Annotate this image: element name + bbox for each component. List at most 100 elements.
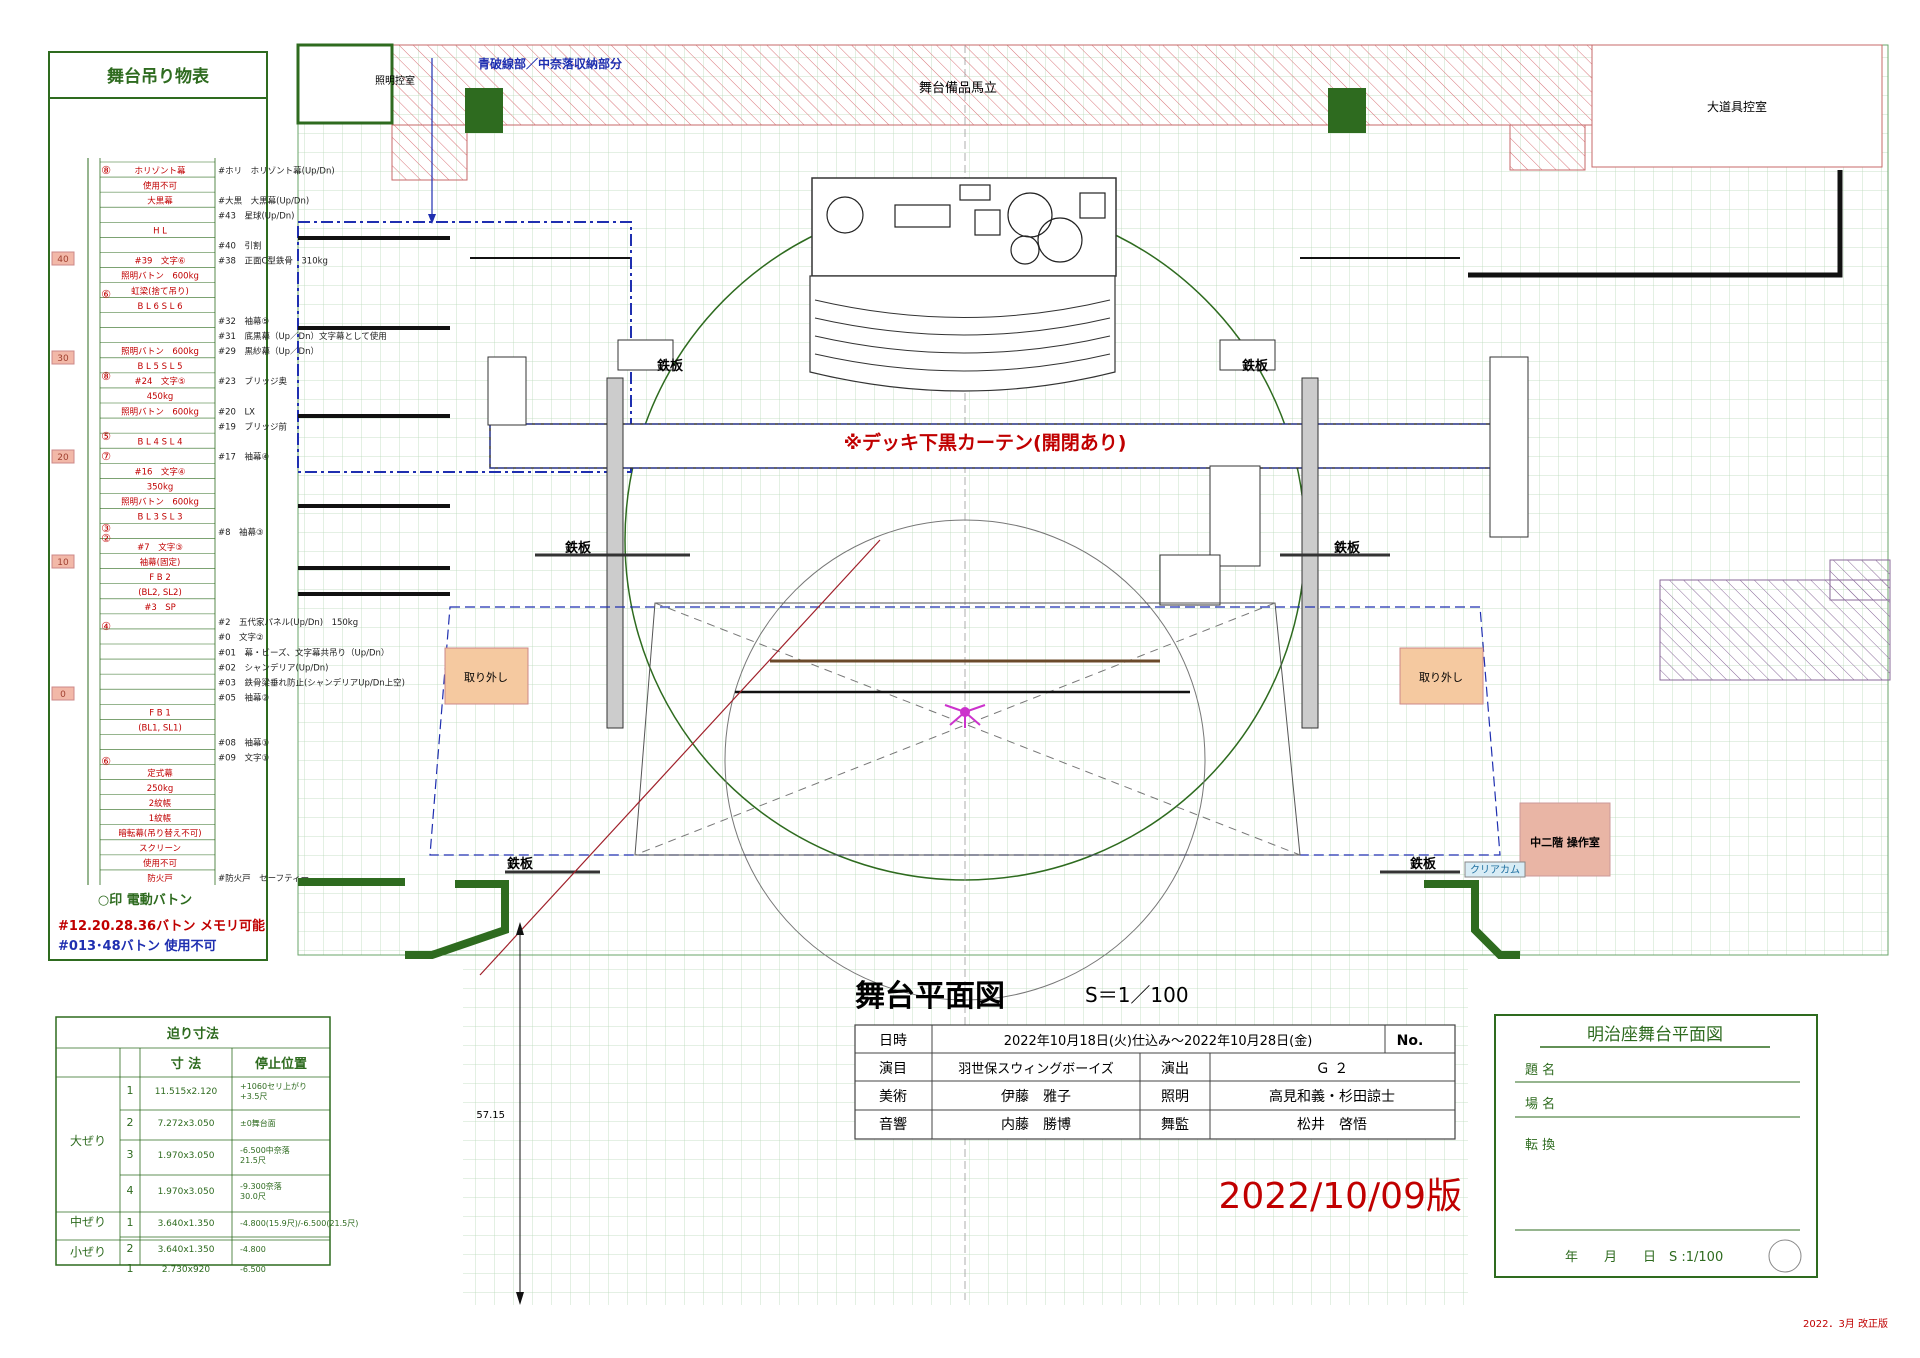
info-stage-mgr-label: 舞監 bbox=[1161, 1116, 1189, 1133]
revision-stamp: 2022/10/09版 bbox=[1219, 1176, 1463, 1217]
deck-notice: ※デッキ下黒カーテン(開閉あり) bbox=[844, 431, 1127, 454]
hanging-list-panel bbox=[48, 51, 268, 961]
big-props-label: 大道具控室 bbox=[1707, 99, 1767, 114]
note-unusable: #013･48バトン 使用不可 bbox=[58, 938, 217, 954]
side-number: 30 bbox=[57, 354, 69, 364]
lift-table bbox=[55, 1016, 331, 1266]
hanging-row-right: #防火戸 セーフティー bbox=[218, 873, 309, 884]
revision-note: 2022．3月 改正版 bbox=[1803, 1317, 1888, 1330]
iron-plate-label: 鉄板 bbox=[1242, 358, 1269, 374]
note-memory: #12.20.28.36バトン メモリ可能 bbox=[58, 918, 265, 934]
hanging-row-right: #38 正面C型鉄骨 310kg bbox=[218, 256, 328, 267]
hanging-row-left: 1紋帳 bbox=[149, 813, 172, 824]
info-director-value: Ｇ ２ bbox=[1316, 1061, 1348, 1077]
hanging-row-left: (BL1, SL1) bbox=[138, 724, 182, 734]
removable-label: 取り外し bbox=[1419, 671, 1463, 684]
drawing-scale: S＝1／100 bbox=[1085, 983, 1189, 1007]
circled-marker: ⑧ bbox=[101, 164, 111, 177]
hanging-row-left: 照明バトン 600kg bbox=[121, 272, 199, 282]
info-date-value: 2022年10月18日(火)仕込み～2022年10月28日(金) bbox=[1004, 1033, 1313, 1049]
lift-group-name: 中ぜり bbox=[70, 1214, 106, 1229]
deck-bridge bbox=[489, 423, 1511, 469]
hanging-row-left: 450kg bbox=[147, 392, 174, 402]
lift-row-no: 1 bbox=[127, 1262, 134, 1275]
info-sound-label: 音響 bbox=[879, 1116, 907, 1133]
hanging-row-right: #2 五代家パネル(Up/Dn) 150kg bbox=[218, 617, 358, 628]
hanging-row-right: #40 引割 bbox=[218, 241, 261, 252]
info-lighting-label: 照明 bbox=[1161, 1089, 1189, 1105]
hanging-row-left: B L 4 S L 4 bbox=[137, 437, 182, 447]
lift-row-stop: -4.800(15.9尺)/-6.500(21.5尺) bbox=[240, 1219, 358, 1228]
hanging-row-left: 定式幕 bbox=[147, 768, 173, 779]
legend-motor-batten: ○印 電動バトン bbox=[98, 892, 192, 908]
removable-label: 取り外し bbox=[464, 671, 508, 684]
hanging-row-left: #16 文字④ bbox=[134, 467, 185, 478]
title-block-name: 題 名 bbox=[1525, 1062, 1555, 1078]
hanging-row-left: 袖幕(固定) bbox=[140, 557, 181, 568]
hanging-row-left: #3 SP bbox=[144, 603, 176, 613]
hanging-row-left: 使用不可 bbox=[143, 180, 178, 191]
hanging-row-left: (BL2, SL2) bbox=[138, 588, 182, 598]
storage-area bbox=[297, 221, 632, 473]
hanging-row-right: #09 文字① bbox=[218, 753, 269, 764]
hanging-row-left: F B 2 bbox=[149, 573, 171, 583]
lift-row-size: 7.272x3.050 bbox=[158, 1119, 215, 1129]
lift-row-size: 3.640x1.350 bbox=[158, 1245, 215, 1255]
hanging-row-right: #大黒 大黒幕(Up/Dn) bbox=[218, 195, 309, 206]
hanging-list-title: 舞台吊り物表 bbox=[107, 66, 210, 87]
hanging-row-left: F B 1 bbox=[149, 709, 171, 719]
prop-stand-label: 舞台備品馬立 bbox=[919, 80, 997, 96]
circled-marker: ② bbox=[101, 532, 111, 545]
hanging-row-left: B L 3 S L 3 bbox=[137, 513, 182, 523]
side-number: 10 bbox=[57, 558, 69, 568]
hanging-row-right: #08 袖幕① bbox=[218, 738, 269, 749]
side-number: 20 bbox=[57, 453, 69, 463]
lift-col-stop: 停止位置 bbox=[255, 1056, 307, 1072]
lift-row-no: 3 bbox=[127, 1148, 134, 1161]
title-block-date: 年 月 日 S :1/100 bbox=[1565, 1250, 1723, 1265]
hanging-row-left: 250kg bbox=[147, 784, 174, 794]
lift-row-stop: +1060セリ上がり+3.5尺 bbox=[240, 1081, 307, 1101]
title-block bbox=[1494, 1014, 1818, 1278]
hanging-row-right: #32 袖幕⑤ bbox=[218, 316, 269, 327]
iron-plate-label: 鉄板 bbox=[507, 856, 534, 872]
lift-row-size: 2.730x920 bbox=[162, 1265, 211, 1275]
circled-marker: ⑦ bbox=[101, 450, 111, 463]
lift-row-size: 3.640x1.350 bbox=[158, 1219, 215, 1229]
lift-row-size: 1.970x3.050 bbox=[158, 1151, 215, 1161]
hanging-row-left: ホリゾント幕 bbox=[134, 165, 186, 176]
circled-marker: ⑥ bbox=[101, 288, 111, 301]
hanging-row-left: 2紋帳 bbox=[149, 798, 172, 809]
hanging-row-left: 使用不可 bbox=[143, 858, 178, 869]
chandelier-icon bbox=[944, 704, 986, 728]
lift-row-size: 1.970x3.050 bbox=[158, 1187, 215, 1197]
hanging-row-right: #01 幕・ビーズ、文字幕共吊り（Up/Dn） bbox=[218, 647, 389, 658]
lift-row-stop: -6.500 bbox=[240, 1265, 266, 1274]
hanging-row-right: #05 袖幕② bbox=[218, 692, 269, 703]
circled-marker: ⑧ bbox=[101, 370, 111, 383]
title-block-title: 明治座舞台平面図 bbox=[1587, 1025, 1723, 1045]
lift-row-stop: ±0舞台面 bbox=[240, 1118, 276, 1128]
circled-marker: ③ bbox=[101, 522, 111, 535]
hanging-row-right: #8 袖幕③ bbox=[218, 527, 264, 538]
set-piece-band bbox=[811, 177, 1117, 277]
dimension-label: 57.15 bbox=[476, 1110, 505, 1121]
hanging-row-left: #24 文字⑤ bbox=[134, 376, 185, 387]
info-date-label: 日時 bbox=[879, 1033, 907, 1049]
info-stage-mgr-value: 松井 啓悟 bbox=[1297, 1117, 1367, 1133]
hanging-row-right: #02 シャンデリア(Up/Dn) bbox=[218, 662, 328, 673]
iron-plate-label: 鉄板 bbox=[657, 358, 684, 374]
lift-group-name: 小ぜり bbox=[70, 1245, 106, 1259]
hanging-row-right: #03 鉄骨梁垂れ防止(シャンデリアUp/Dn上空) bbox=[218, 677, 405, 688]
big-props-room bbox=[1591, 44, 1883, 168]
lift-col-size: 寸 法 bbox=[171, 1056, 202, 1072]
info-program-label: 演目 bbox=[879, 1061, 907, 1077]
info-program-value: 羽世保スウィングボーイズ bbox=[958, 1061, 1114, 1077]
info-art-value: 伊藤 雅子 bbox=[1001, 1089, 1071, 1105]
blue-section-label: 青破線部／中奈落収納部分 bbox=[478, 56, 622, 71]
lift-row-no: 1 bbox=[127, 1084, 134, 1097]
